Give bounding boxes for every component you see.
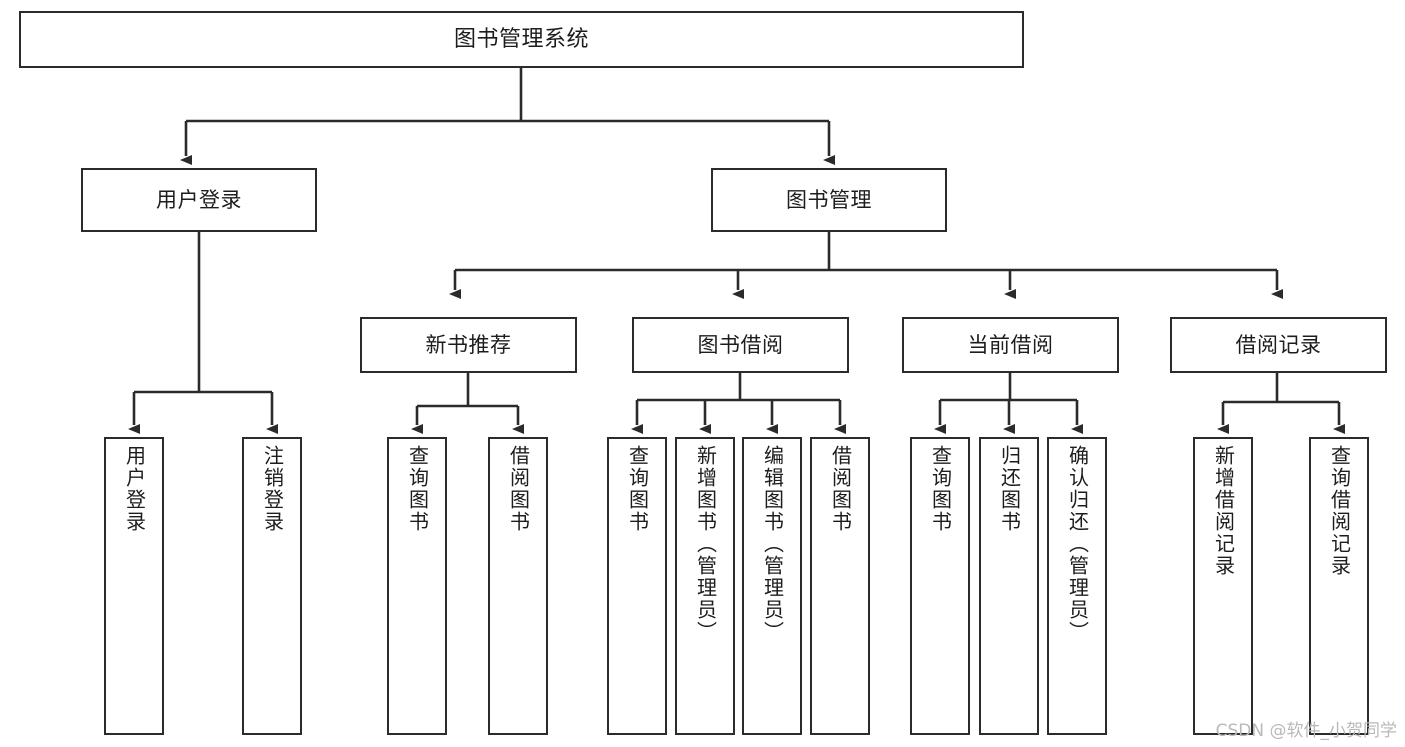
leaf-current-query-book[interactable]: 查询图书: [910, 437, 970, 735]
node-label: 借阅图书: [506, 445, 531, 533]
node-label: 当前借阅: [967, 332, 1054, 357]
leaf-current-return-book[interactable]: 归还图书: [979, 437, 1039, 735]
node-label: 借阅记录: [1235, 332, 1322, 357]
node-label: 新书推荐: [425, 332, 512, 357]
node-current-borrow[interactable]: 当前借阅: [902, 317, 1119, 373]
leaf-record-query-record[interactable]: 查询借阅记录: [1309, 437, 1369, 735]
node-label: 图书管理: [786, 187, 872, 212]
node-label: 编辑图书（管理员）: [760, 445, 785, 643]
leaf-user-login-login[interactable]: 用户登录: [104, 437, 164, 735]
node-book-management[interactable]: 图书管理: [711, 168, 947, 232]
csdn-watermark: CSDN @软件_小贺同学: [1215, 721, 1397, 741]
node-new-book-recommend[interactable]: 新书推荐: [360, 317, 577, 373]
node-label: 归还图书: [997, 445, 1022, 533]
leaf-recommend-borrow-book[interactable]: 借阅图书: [488, 437, 548, 735]
node-root-system[interactable]: 图书管理系统: [19, 11, 1024, 68]
leaf-borrow-edit-book-admin[interactable]: 编辑图书（管理员）: [742, 437, 802, 735]
leaf-recommend-query-book[interactable]: 查询图书: [387, 437, 447, 735]
node-label: 新增借阅记录: [1211, 445, 1236, 577]
node-label: 注销登录: [260, 445, 285, 533]
node-label: 借阅图书: [828, 445, 853, 533]
node-label: 图书借阅: [697, 332, 784, 357]
node-label: 图书管理系统: [453, 26, 589, 52]
node-label: 查询图书: [625, 445, 650, 533]
node-label: 查询图书: [405, 445, 430, 533]
node-label: 查询图书: [928, 445, 953, 533]
node-label: 用户登录: [156, 187, 242, 212]
node-label: 确认归还（管理员）: [1065, 445, 1090, 643]
node-user-login[interactable]: 用户登录: [81, 168, 317, 232]
leaf-borrow-borrow-book[interactable]: 借阅图书: [810, 437, 870, 735]
node-label: 新增图书（管理员）: [693, 445, 718, 643]
leaf-borrow-add-book-admin[interactable]: 新增图书（管理员）: [675, 437, 735, 735]
node-book-borrow[interactable]: 图书借阅: [632, 317, 849, 373]
leaf-current-confirm-return-admin[interactable]: 确认归还（管理员）: [1047, 437, 1107, 735]
node-borrow-record[interactable]: 借阅记录: [1170, 317, 1387, 373]
node-label: 查询借阅记录: [1327, 445, 1352, 577]
leaf-record-add-record[interactable]: 新增借阅记录: [1193, 437, 1253, 735]
leaf-user-login-logout[interactable]: 注销登录: [242, 437, 302, 735]
leaf-borrow-query-book[interactable]: 查询图书: [607, 437, 667, 735]
node-label: 用户登录: [122, 445, 147, 533]
